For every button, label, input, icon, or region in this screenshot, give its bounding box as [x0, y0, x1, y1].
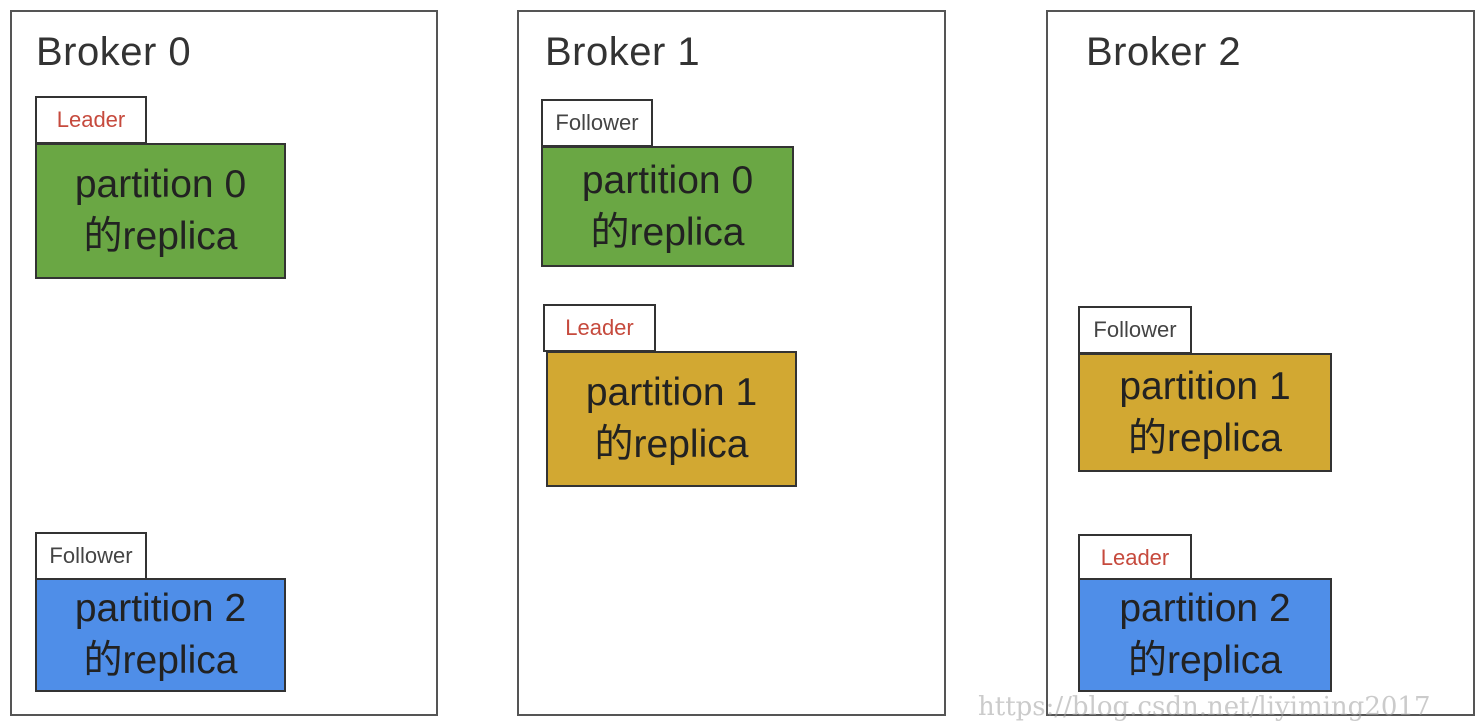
broker-2-title: Broker 2	[1086, 30, 1242, 74]
broker-0-partition-0-replica: partition 0 的replica	[35, 143, 286, 279]
replica-label-line2: 的replica	[83, 215, 238, 258]
broker-1-title: Broker 1	[545, 30, 701, 74]
broker-0-title: Broker 0	[36, 30, 192, 74]
broker-1-partition-1-replica: partition 1 的replica	[546, 351, 797, 487]
replica-label-line1: partition 2	[74, 587, 247, 630]
broker-1-replica-0-role: Follower	[541, 99, 653, 147]
broker-2-replica-1-role: Leader	[1078, 534, 1192, 581]
replica-label-line1: partition 0	[74, 163, 247, 206]
broker-0-partition-2-replica: partition 2 的replica	[35, 578, 286, 692]
broker-0-replica-1-role: Follower	[35, 532, 147, 580]
broker-1-replica-1-role: Leader	[543, 304, 656, 352]
broker-2-replica-0-role: Follower	[1078, 306, 1192, 354]
replica-label-line2: 的replica	[594, 423, 749, 466]
broker-1-partition-0-replica: partition 0 的replica	[541, 146, 794, 267]
replica-label-line2: 的replica	[1128, 416, 1282, 460]
broker-2-partition-2-replica: partition 2 的replica	[1078, 578, 1332, 692]
replica-label-line1: partition 2	[1119, 587, 1291, 630]
broker-0-replica-0-role: Leader	[35, 96, 147, 144]
replica-label-line2: 的replica	[590, 210, 745, 254]
replica-label-line2: 的replica	[83, 639, 238, 682]
replica-label-line2: 的replica	[1128, 639, 1282, 682]
watermark: https://blog.csdn.net/liyiming2017	[978, 692, 1431, 722]
broker-2-partition-1-replica: partition 1 的replica	[1078, 353, 1332, 472]
replica-label-line1: partition 1	[585, 371, 758, 414]
replica-label-line1: partition 1	[1119, 364, 1291, 408]
replica-label-line1: partition 0	[581, 158, 754, 202]
